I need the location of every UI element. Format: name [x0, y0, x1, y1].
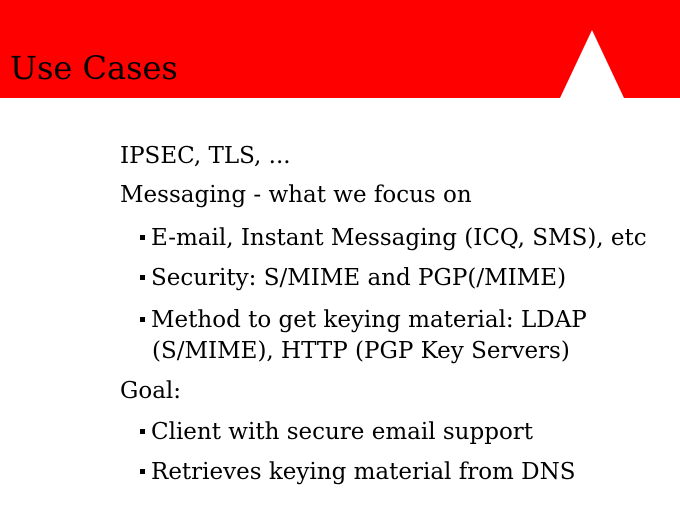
header-band: [0, 0, 680, 98]
bullet-text: E-mail, Instant Messaging (ICQ, SMS), et…: [151, 225, 647, 251]
square-bullet-icon: [140, 316, 145, 322]
bullet-text: Messaging - what we focus on: [120, 182, 472, 208]
square-bullet-icon: [140, 274, 145, 280]
sub-bullet-item: Client with secure email support: [140, 418, 533, 446]
bullet-text: Goal:: [120, 378, 182, 404]
sub-bullet-item: Method to get keying material: LDAP: [140, 306, 587, 334]
bullet-text: IPSEC, TLS, ...: [120, 143, 291, 169]
bullet-text: Retrieves keying material from DNS: [151, 459, 576, 485]
square-bullet-icon: [140, 428, 145, 434]
white-triangle-logo-icon: [560, 30, 624, 98]
sub-bullet-item: Retrieves keying material from DNS: [140, 458, 576, 486]
bullet-text: Client with secure email support: [151, 419, 534, 445]
bullet-text: Method to get keying material: LDAP: [151, 307, 587, 333]
bullet-item: Goal:: [120, 377, 181, 405]
square-bullet-icon: [140, 468, 145, 474]
bullet-item: Messaging - what we focus on: [120, 181, 472, 209]
bullet-item: IPSEC, TLS, ...: [120, 142, 291, 170]
slide-title: Use Cases: [10, 49, 178, 87]
bullet-text: Security: S/MIME and PGP(/MIME): [151, 265, 567, 291]
square-bullet-icon: [140, 234, 145, 240]
bullet-continuation: (S/MIME), HTTP (PGP Key Servers): [152, 338, 570, 364]
sub-bullet-item: E-mail, Instant Messaging (ICQ, SMS), et…: [140, 224, 647, 252]
sub-bullet-item: Security: S/MIME and PGP(/MIME): [140, 264, 566, 292]
